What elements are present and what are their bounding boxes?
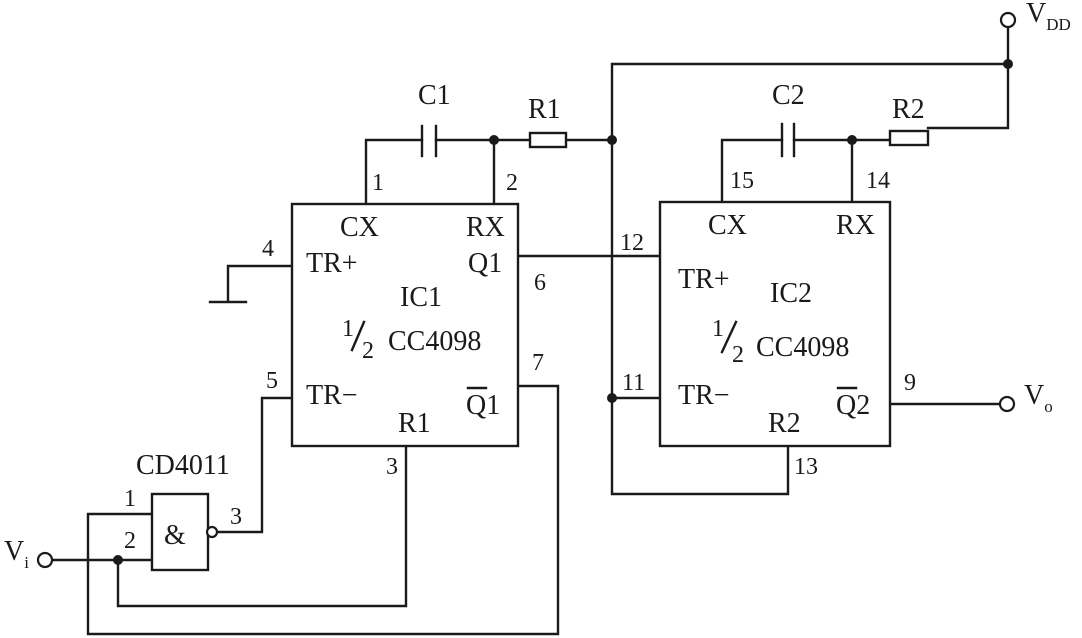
ic2-trp-label: TR+ xyxy=(678,264,730,295)
gate-to-trm1 xyxy=(216,396,294,534)
svg-text:2: 2 xyxy=(362,338,374,364)
vi-to-reset1 xyxy=(116,444,408,608)
ic1-pin-7: 7 xyxy=(532,350,544,376)
ic2-pin-12: 12 xyxy=(620,230,644,256)
gate-pin-1: 1 xyxy=(124,486,136,512)
ic1-trm-label: TR− xyxy=(306,380,358,411)
ic2-reset-label: R2 xyxy=(768,408,801,439)
ic1-name: IC1 xyxy=(400,282,442,313)
capacitor-c1 xyxy=(420,124,438,158)
ic2-pin-14: 14 xyxy=(866,168,890,194)
svg-text:1: 1 xyxy=(712,316,724,342)
gate-pin-2: 2 xyxy=(124,528,136,554)
ic2-rx-label: RX xyxy=(836,210,875,241)
vo-terminal xyxy=(998,395,1016,413)
wires xyxy=(50,26,1010,636)
ic1-pin-3: 3 xyxy=(386,454,398,480)
vdd-label: VDD xyxy=(1026,0,1071,34)
vdd-terminal xyxy=(999,11,1017,29)
ic1-pin-5: 5 xyxy=(266,368,278,394)
ic1-cx-wire xyxy=(364,138,424,206)
qbar1-feedback xyxy=(86,384,560,636)
ic2-name: IC2 xyxy=(770,278,812,309)
ic2-cx-label: CX xyxy=(708,210,747,241)
ic1-pin-6: 6 xyxy=(534,270,546,296)
c2-label: C2 xyxy=(772,80,805,111)
ic1-pin-1: 1 xyxy=(372,170,384,196)
ic2-pin-15: 15 xyxy=(730,168,754,194)
ic2-cx-wire xyxy=(720,138,784,204)
ic2-qbar-label: Q2 xyxy=(836,390,870,421)
vi-terminal xyxy=(36,551,54,569)
svg-text:1: 1 xyxy=(342,316,354,342)
ic1-pin-4: 4 xyxy=(262,236,274,262)
ic1-box xyxy=(290,202,520,448)
nand-output-bubble xyxy=(205,525,219,539)
ic1-trp-ground xyxy=(226,264,294,302)
ic1-qbar-label: Q1 xyxy=(466,390,500,421)
ic2-pin-11: 11 xyxy=(622,370,645,396)
ic1-reset-label: R1 xyxy=(398,408,431,439)
ic1-trp-label: TR+ xyxy=(306,248,358,279)
vdd-top-rail xyxy=(610,62,1010,142)
ic2-part: CC4098 xyxy=(756,332,849,363)
ic2-half-fraction: 1 2 xyxy=(712,316,744,368)
resistor-r2 xyxy=(888,129,930,147)
ic1-cx-label: CX xyxy=(340,212,379,243)
ic1-rx-label: RX xyxy=(466,212,505,243)
r2-label: R2 xyxy=(892,94,925,125)
vi-label: Vi xyxy=(4,536,29,572)
ic1-pin-2: 2 xyxy=(506,170,518,196)
ic1-part: CC4098 xyxy=(388,326,481,357)
ic1-half-fraction: 1 2 xyxy=(342,316,374,364)
ic2-pin-13: 13 xyxy=(794,454,818,480)
gate-part-label: CD4011 xyxy=(136,450,230,481)
gate-symbol: & xyxy=(164,520,186,551)
r1-label: R1 xyxy=(528,94,561,125)
c1-label: C1 xyxy=(418,80,451,111)
vo-label: Vo xyxy=(1024,380,1053,416)
vdd-wire xyxy=(926,26,1010,130)
vertical-bus xyxy=(610,138,790,496)
gate-pin-3: 3 xyxy=(230,504,242,530)
ic2-trm-label: TR− xyxy=(678,380,730,411)
svg-text:2: 2 xyxy=(732,342,744,368)
ic2-pin-9: 9 xyxy=(904,370,916,396)
nand-gate-body xyxy=(150,492,210,572)
resistor-r1 xyxy=(528,131,568,149)
capacitor-c2 xyxy=(780,122,796,158)
ic2-box xyxy=(658,200,892,448)
ic1-q-label: Q1 xyxy=(468,248,502,279)
junction-dots xyxy=(113,59,1013,565)
